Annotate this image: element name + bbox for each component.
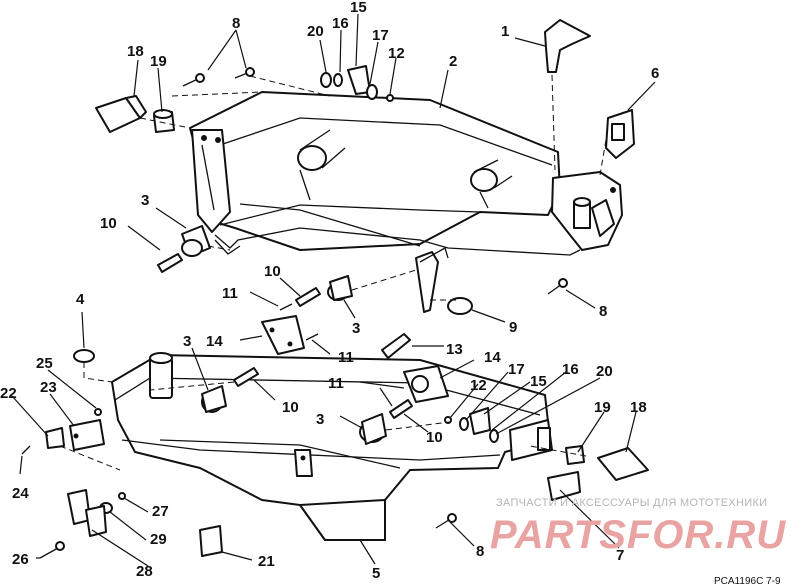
figure-code: PCA1196C 7-9 (714, 576, 781, 587)
callout-15: 15 (350, 0, 367, 16)
callout-18: 18 (630, 399, 647, 416)
callout-14: 14 (484, 349, 501, 366)
callout-10: 10 (282, 399, 299, 416)
callout-8: 8 (232, 15, 240, 32)
callout-8: 8 (599, 303, 607, 320)
callout-3: 3 (141, 192, 149, 209)
callout-28: 28 (136, 563, 153, 580)
callout-11: 11 (222, 285, 238, 302)
upper-cowl (189, 91, 623, 313)
callout-22: 22 (0, 385, 17, 402)
callout-10: 10 (426, 429, 443, 446)
callout-5: 5 (372, 565, 380, 582)
callout-24: 24 (12, 485, 29, 502)
leader-lines (11, 13, 656, 567)
callout-9: 9 (509, 319, 517, 336)
callout-23: 23 (40, 379, 57, 396)
assembly-lines (59, 74, 607, 471)
callout-19: 19 (150, 53, 167, 70)
callout-20: 20 (596, 363, 613, 380)
callout-12: 12 (470, 377, 487, 394)
lower-cowl (111, 352, 581, 541)
callout-10: 10 (264, 263, 281, 280)
callout-16: 16 (332, 15, 349, 32)
callout-10: 10 (100, 215, 117, 232)
callout-17: 17 (372, 27, 389, 44)
callout-7: 7 (616, 547, 624, 564)
callout-25: 25 (36, 355, 53, 372)
loose-parts (21, 19, 649, 559)
callout-11: 11 (328, 375, 344, 392)
callout-19: 19 (594, 399, 611, 416)
callout-6: 6 (651, 65, 659, 82)
callout-8: 8 (476, 543, 484, 560)
callout-17: 17 (508, 361, 525, 378)
watermark-tagline: ЗАПЧАСТИ И АКСЕССУАРЫ ДЛЯ МОТОТЕХНИКИ (496, 497, 767, 509)
callout-2: 2 (449, 53, 457, 70)
callout-15: 15 (530, 373, 547, 390)
callout-16: 16 (562, 361, 579, 378)
callout-18: 18 (127, 43, 144, 60)
callout-29: 29 (150, 531, 167, 548)
callout-11: 11 (338, 349, 354, 366)
callout-26: 26 (12, 551, 29, 568)
watermark: ЗАПЧАСТИ И АКСЕССУАРЫ ДЛЯ МОТОТЕХНИКИ PA… (490, 497, 786, 557)
callout-4: 4 (76, 291, 85, 308)
callout-3: 3 (352, 320, 360, 337)
callout-20: 20 (307, 23, 324, 40)
callout-3: 3 (183, 333, 191, 350)
callout-3: 3 (316, 411, 324, 428)
callout-13: 13 (446, 341, 463, 358)
watermark-logo: PARTSFOR.RU (490, 513, 786, 557)
callout-12: 12 (388, 45, 405, 62)
callout-1: 1 (501, 23, 509, 40)
callout-14: 14 (206, 333, 223, 350)
callout-27: 27 (152, 503, 169, 520)
callout-labels: 1 2 3 3 3 3 4 5 6 7 8 8 8 9 10 10 10 10 … (0, 0, 659, 582)
callout-21: 21 (258, 553, 275, 570)
